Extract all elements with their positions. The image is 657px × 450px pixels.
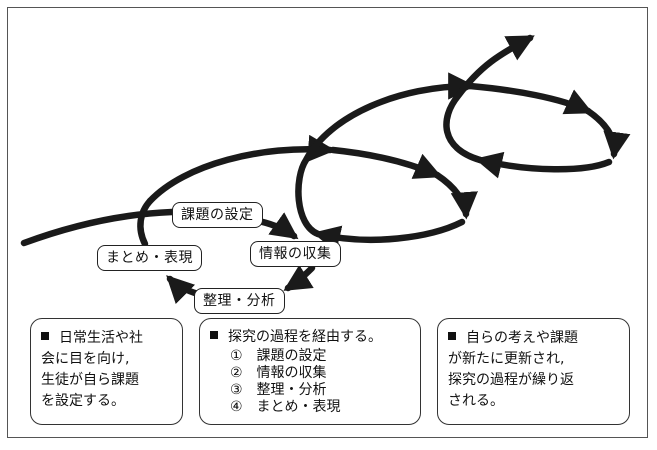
note-line: が新たに更新され, xyxy=(448,351,565,367)
bullet-icon xyxy=(448,332,456,340)
bullet-icon xyxy=(210,331,218,339)
loop2-arc-c xyxy=(312,218,466,253)
stage-collection: 情報の収集 xyxy=(250,241,341,267)
loop1-upper-arc xyxy=(146,134,336,205)
diagram-frame xyxy=(7,7,648,438)
stage-analysis: 整理・分析 xyxy=(194,288,285,314)
loop3-arc-b xyxy=(584,107,631,160)
loop1-arc-collection-to-analysis xyxy=(283,264,316,292)
step-item: ③ 整理・分析 xyxy=(230,382,327,398)
spiral-entry xyxy=(20,208,176,247)
loop2-arc-d xyxy=(295,72,476,238)
loop2-arc-a xyxy=(329,146,443,179)
loop1-arc-up xyxy=(137,197,154,248)
loop3-arc-a xyxy=(466,82,593,115)
note-line: 日常生活や社 xyxy=(59,330,143,346)
loop3-arc-d xyxy=(443,34,535,164)
note-line: を設定する。 xyxy=(41,393,125,409)
stage-setting: 課題の設定 xyxy=(172,202,263,228)
note-line: 会に目を向け, xyxy=(41,351,130,367)
note-line: 生徒が自ら課題 xyxy=(41,372,139,388)
loop2-arc-b xyxy=(433,171,478,220)
step-item: ② 情報の収集 xyxy=(230,365,327,381)
step-item: ① 課題の設定 xyxy=(230,348,327,364)
note-inquiry-process: 探究の過程を経由する。 ① 課題の設定 ② 情報の収集 ③ 整理・分析 ④ まと… xyxy=(199,318,421,425)
note-line: 探究の過程が繰り返 xyxy=(448,372,574,388)
loop3-arc-c xyxy=(474,151,613,179)
note-line: される。 xyxy=(448,393,504,409)
stage-summary: まとめ・表現 xyxy=(97,245,202,271)
note-daily-life: 日常生活や社 会に目を向け, 生徒が自ら課題 を設定する。 xyxy=(30,318,183,425)
note-heading: 探究の過程を経由する。 xyxy=(228,329,382,345)
note-line: 自らの考えや課題 xyxy=(466,330,578,346)
bullet-icon xyxy=(41,332,49,340)
note-repeat: 自らの考えや課題 が新たに更新され, 探究の過程が繰り返 される。 xyxy=(437,318,630,425)
step-item: ④ まとめ・表現 xyxy=(230,399,341,415)
